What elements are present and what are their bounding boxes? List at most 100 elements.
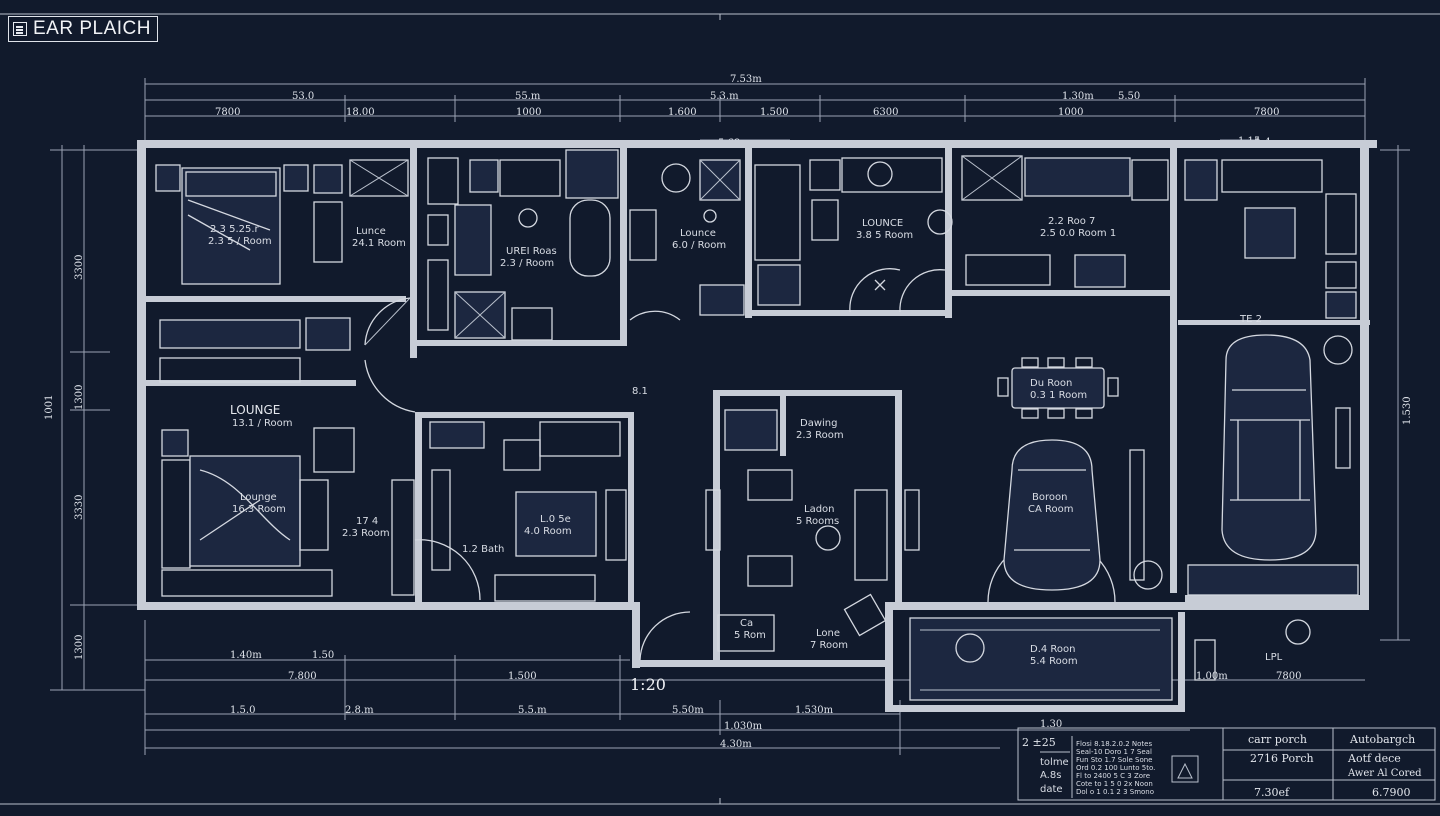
- room-12-name: Ladon: [804, 504, 835, 515]
- room-2-area: 2.3 / Room: [500, 258, 554, 269]
- note-3: Ord 0.2 100 Lunto 5to.: [1076, 764, 1155, 772]
- dim-bot2-2: 5.5.m: [518, 705, 547, 716]
- left-dimensions: 1001 3300 1300 3330 1300: [44, 145, 145, 691]
- tb-mini-d: date: [1040, 784, 1063, 795]
- tb-r3c2: 6.7900: [1372, 786, 1411, 799]
- document-icon: [13, 22, 27, 36]
- dim-top2-0: 7800: [215, 107, 240, 118]
- dim-right-0: 1.530: [1402, 396, 1413, 425]
- room-kitchen-top-right: 2.2 Roo 7 2.5 0.0 Room 1: [961, 155, 1169, 288]
- room-15-area: 5 Rom: [734, 630, 766, 641]
- dim-bot1-1: 1.50: [312, 650, 334, 661]
- tb-mini-a: 2 ±25: [1022, 736, 1056, 749]
- room-14-area: CA Room: [1028, 504, 1073, 515]
- doors: [364, 268, 1116, 661]
- dim-left-1: 3300: [74, 255, 85, 280]
- tb-r1c1: carr porch: [1248, 733, 1307, 746]
- room-10-area: 4.0 Room: [524, 526, 572, 537]
- room-6-name: LOUNGE: [230, 403, 280, 417]
- room-16-name: Lone: [816, 628, 840, 639]
- room-17-area: 5.4 Room: [1030, 656, 1078, 667]
- tb-r2c2: Aotf dece: [1347, 752, 1401, 765]
- note-5: Cote to 1 5 0 2x Noon: [1076, 780, 1153, 788]
- tb-r2c1: 2716 Porch: [1250, 752, 1314, 765]
- bottom-dimensions: 1.40m 1.50 7.800 1.500 1.00m 7800 1.5.0 …: [144, 620, 1365, 755]
- dim-top2-6: 1000: [1058, 107, 1083, 118]
- room-bedroom-top-left: 2.3 5.25.r 2.3 5 / Room Lunce 24.1 Room: [155, 159, 409, 383]
- room-19-name: LPL: [1265, 652, 1283, 663]
- title-box: EAR PLAICH: [8, 16, 158, 42]
- room-5-name: 2.2 Roo 7: [1048, 216, 1095, 227]
- room-0-area: 2.3 5 / Room: [208, 236, 272, 247]
- room-garage: TE 2: [1187, 314, 1359, 596]
- room-corner-top-right: [1184, 159, 1357, 319]
- drawing-title: EAR PLAICH: [33, 18, 151, 39]
- tb-r2c2b: Awer Al Cored: [1347, 768, 1422, 779]
- room-dining: Du Roon 0.3 1 Room: [997, 357, 1119, 419]
- room-lounge-top-center: Lounce 6.0 / Room: [629, 159, 841, 316]
- room-10-name: L.0 5e: [540, 514, 571, 525]
- tb-mini-c: A.8s: [1040, 770, 1061, 781]
- room-kitchen-center: 1.2 Bath L.0 5e 4.0 Room: [429, 421, 627, 602]
- dim-bot2-1: 2.8.m: [345, 705, 374, 716]
- tb-mini-b: tolme: [1040, 757, 1069, 768]
- room-12-area: 5 Rooms: [796, 516, 839, 527]
- dim-bot2-0: 1.5.0: [230, 705, 255, 716]
- room-1-area: 24.1 Room: [352, 238, 406, 249]
- dim-bot2-4: 1.530m: [795, 705, 834, 716]
- tb-r1c2: Autobargch: [1349, 733, 1415, 746]
- room-1-name: Lunce: [356, 226, 386, 237]
- dim-left-2: 1300: [74, 385, 85, 410]
- room-11-area: 2.3 Room: [796, 430, 844, 441]
- dim-bot3-0: 1.030m: [724, 721, 763, 732]
- room-8-name: 17 4: [356, 516, 378, 527]
- dim-bot1-0: 1.40m: [230, 650, 262, 661]
- room-bath-top-center: UREI Roas 2.3 / Room: [427, 149, 619, 341]
- room-2-name: UREI Roas: [506, 246, 557, 257]
- dim-top2-5: 6300: [873, 107, 898, 118]
- room-porch-bottom: D.4 Roon 5.4 Room LPL: [909, 617, 1311, 701]
- dim-top2-4: 1.500: [760, 107, 789, 118]
- note-1: Seal-10 Doro 1 7 Seal: [1076, 748, 1152, 756]
- room-3-name: Lounce: [680, 228, 716, 239]
- misc-label-0: 8.1: [632, 386, 648, 397]
- dim-top1-0: 53.0: [292, 91, 314, 102]
- room-lounge-top-right: LOUNCE 3.8 5 Room: [841, 157, 953, 291]
- room-18-name: TE 2: [1239, 314, 1262, 325]
- dim-bot1-5: 7800: [1276, 671, 1301, 682]
- dim-bot1-3: 1.500: [508, 671, 537, 682]
- dim-overall-bottom: 4.30m: [720, 739, 752, 750]
- room-3-area: 6.0 / Room: [672, 240, 726, 251]
- dim-bot3-1: 1.30: [1040, 719, 1062, 730]
- dim-left-0: 1001: [44, 395, 55, 420]
- title-block: 2 ±25 tolme A.8s date Flosi 8.18.2.0.2 N…: [1017, 727, 1436, 801]
- room-0-name: 2.3 5.25.r: [210, 224, 260, 235]
- dim-top1-3: 1.30m: [1062, 91, 1094, 102]
- dim-top1-2: 5.3.m: [710, 91, 739, 102]
- dim-bot1-4: 1.00m: [1196, 671, 1228, 682]
- dim-top1-1: 55.m: [515, 91, 541, 102]
- room-14-name: Boroon: [1032, 492, 1067, 503]
- room-5-area: 2.5 0.0 Room 1: [1040, 228, 1116, 239]
- sheet-frame: [0, 13, 1440, 805]
- interior-walls: [146, 148, 1370, 660]
- dim-left-3: 3330: [74, 495, 85, 520]
- dim-overall-top: 7.53m: [730, 74, 762, 85]
- tb-r3c1: 7.30ef: [1254, 786, 1290, 799]
- dim-top2-3: 1.600: [668, 107, 697, 118]
- room-car-porch: Boroon CA Room: [1003, 439, 1163, 591]
- room-4-name: LOUNCE: [862, 218, 903, 229]
- room-13-name: Du Roon: [1030, 378, 1072, 389]
- note-6: Dol o 1 0.1 2 3 Smono: [1076, 788, 1154, 796]
- dim-top1-4: 5.50: [1118, 91, 1140, 102]
- dim-bot2-3: 5.50m: [672, 705, 704, 716]
- note-4: Fl to 2400 5 C 3 Zore: [1076, 772, 1150, 780]
- note-0: Flosi 8.18.2.0.2 Notes: [1076, 740, 1152, 748]
- room-8-area: 2.3 Room: [342, 528, 390, 539]
- scale-label: 1:20: [630, 675, 666, 694]
- room-lounge-mid-left: LOUNGE 13.1 / Room Lounge 16.3 Room 17 4…: [161, 403, 415, 597]
- exterior-walls: [137, 140, 1377, 712]
- dim-top2-1: 18.00: [346, 107, 375, 118]
- room-13-area: 0.3 1 Room: [1030, 390, 1087, 401]
